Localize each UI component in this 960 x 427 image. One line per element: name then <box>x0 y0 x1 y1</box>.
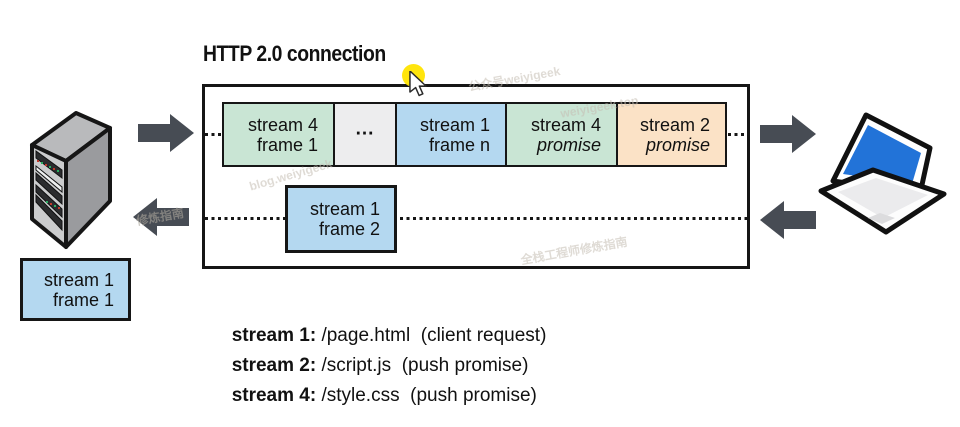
cell-stream-label: stream 2 <box>639 114 710 135</box>
cell-stream-label: stream 4 <box>530 114 601 135</box>
legend-line-stream1: stream 1: /page.html (client request) <box>200 303 547 346</box>
box-frame-label: frame 2 <box>318 219 380 239</box>
dotted-line-request-right <box>728 133 747 136</box>
server-tower-icon <box>30 111 112 249</box>
arrow-right-connection-to-client-icon <box>760 115 816 153</box>
cell-stream-label: stream 1 <box>419 114 490 135</box>
legend-stream-label: stream 1: <box>231 325 317 346</box>
arrow-left-client-to-connection-icon <box>760 201 816 239</box>
server-led-lights <box>37 160 60 209</box>
legend-stream-desc: /page.html (client request) <box>316 325 547 346</box>
legend-stream-label: stream 2: <box>231 355 317 376</box>
diagram-title: HTTP 2.0 connection <box>203 41 386 66</box>
arrow-left-connection-to-server-icon <box>133 198 189 236</box>
cell-frame-label: frame 1 <box>256 134 318 155</box>
legend-stream-desc: /style.css (push promise) <box>316 385 537 406</box>
cell-stream4-frame1: stream 4 frame 1 <box>222 102 335 167</box>
mouse-pointer-icon <box>409 71 427 97</box>
arrow-right-server-to-connection-icon <box>138 114 194 152</box>
box-stream1-frame2: stream 1 frame 2 <box>285 185 397 253</box>
cell-stream2-promise: stream 2 promise <box>616 102 727 167</box>
stream-legend: stream 1: /page.html (client request) st… <box>200 303 547 406</box>
cell-stream-label: stream 4 <box>247 114 318 135</box>
cell-frame-label: frame n <box>428 134 490 155</box>
cell-promise-label: promise <box>645 134 710 155</box>
legend-stream-label: stream 4: <box>231 385 317 406</box>
cell-stream1-framen: stream 1 frame n <box>395 102 507 167</box>
legend-line-stream4: stream 4: /style.css (push promise) <box>200 363 546 406</box>
legend-line-stream2: stream 2: /script.js (push promise) <box>200 333 546 376</box>
laptop-icon <box>818 112 947 235</box>
dotted-line-response <box>205 217 747 220</box>
box-stream-label: stream 1 <box>43 269 114 290</box>
box-stream-label: stream 1 <box>309 199 380 219</box>
box-stream1-frame1: stream 1 frame 1 <box>20 258 131 321</box>
ellipsis-icon: ... <box>355 117 375 139</box>
legend-stream-desc: /script.js (push promise) <box>316 355 529 376</box>
cell-stream4-promise: stream 4 promise <box>505 102 618 167</box>
box-frame-label: frame 1 <box>52 289 114 310</box>
cell-ellipsis: ... <box>333 102 397 167</box>
dotted-line-request-left <box>205 133 221 136</box>
cell-promise-label: promise <box>536 134 601 155</box>
frame-cell-row: stream 4 frame 1 ... stream 1 frame n st… <box>222 102 727 167</box>
